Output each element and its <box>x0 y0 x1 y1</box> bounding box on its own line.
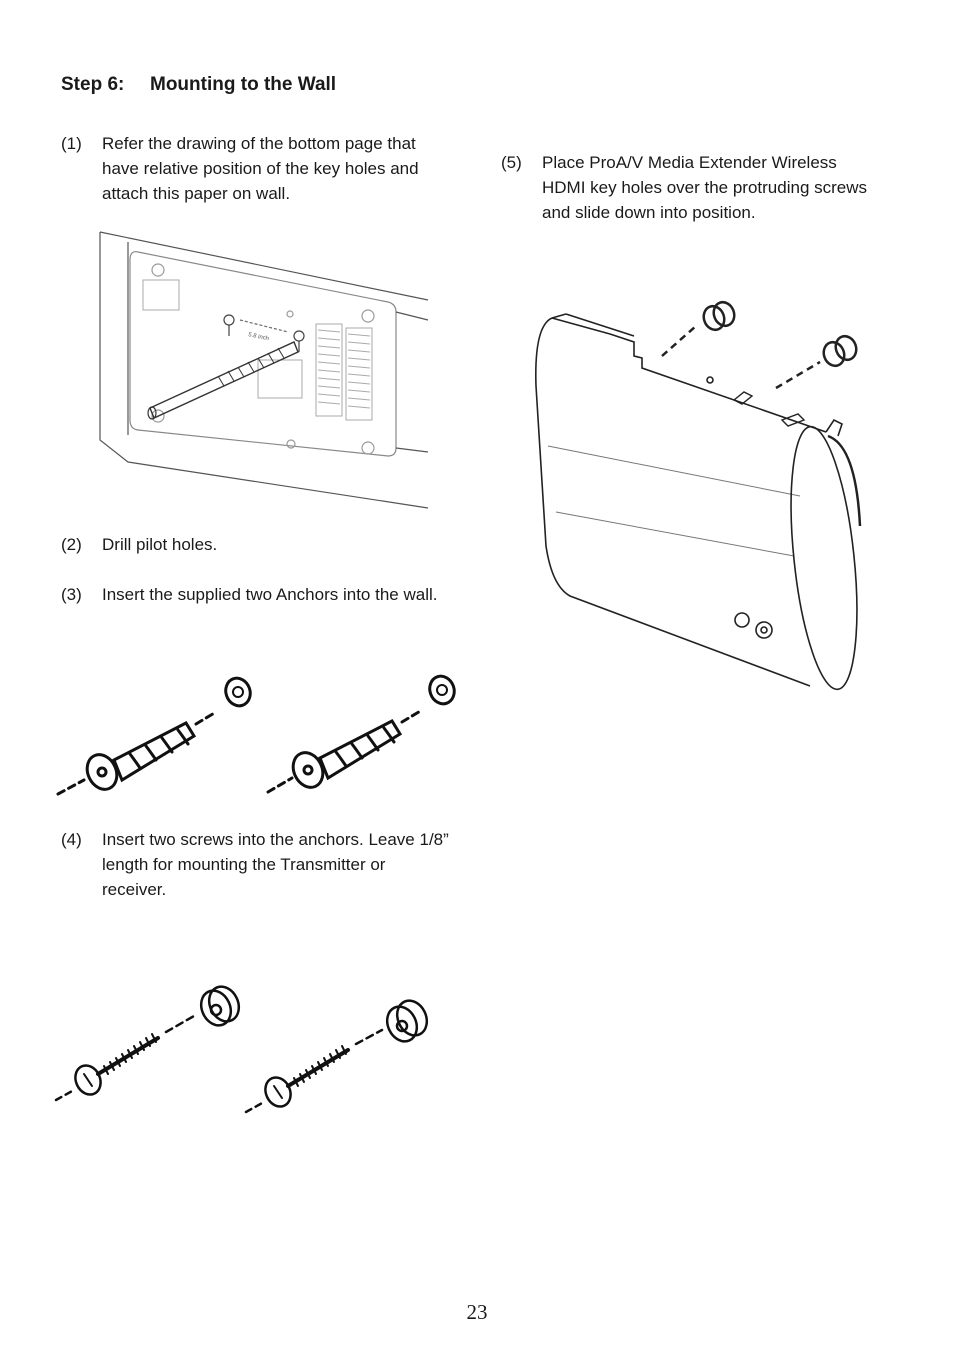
step-1: (1) Refer the drawing of the bottom page… <box>61 131 461 211</box>
hole-distance-label: 5.8 inch <box>248 332 270 342</box>
device-mounting-illustration <box>535 300 862 691</box>
step-1-number: (1) <box>61 134 82 153</box>
step-2-number: (2) <box>61 535 82 554</box>
step-1-text: Refer the drawing of the bottom page tha… <box>102 134 419 203</box>
step-2: (2) Drill pilot holes. <box>61 532 461 558</box>
step-3-text: Insert the supplied two Anchors into the… <box>102 585 438 604</box>
step-3: (3) Insert the supplied two Anchors into… <box>61 582 461 634</box>
step-title: Mounting to the Wall <box>150 74 337 95</box>
step-5-number: (5) <box>501 153 522 172</box>
step-5: (5) Place ProA/V Media Extender Wireless… <box>501 150 901 228</box>
step-4-text: Insert two screws into the anchors. Leav… <box>102 830 449 899</box>
screws-into-anchors-illustration <box>54 985 429 1114</box>
page-number: 23 <box>466 1300 488 1324</box>
step-2-text: Drill pilot holes. <box>102 535 218 554</box>
step-number: Step 6: <box>61 74 125 95</box>
step-4: (4) Insert two screws into the anchors. … <box>61 827 461 905</box>
step-4-number: (4) <box>61 830 82 849</box>
wall-template-drill-illustration: 5.8 inch <box>99 231 429 509</box>
step-5-text: Place ProA/V Media Extender Wireless HDM… <box>542 153 868 222</box>
step-heading: Step 6: Mounting to the Wall <box>61 74 336 96</box>
wall-anchors-illustration <box>56 674 456 796</box>
step-3-number: (3) <box>61 585 82 604</box>
